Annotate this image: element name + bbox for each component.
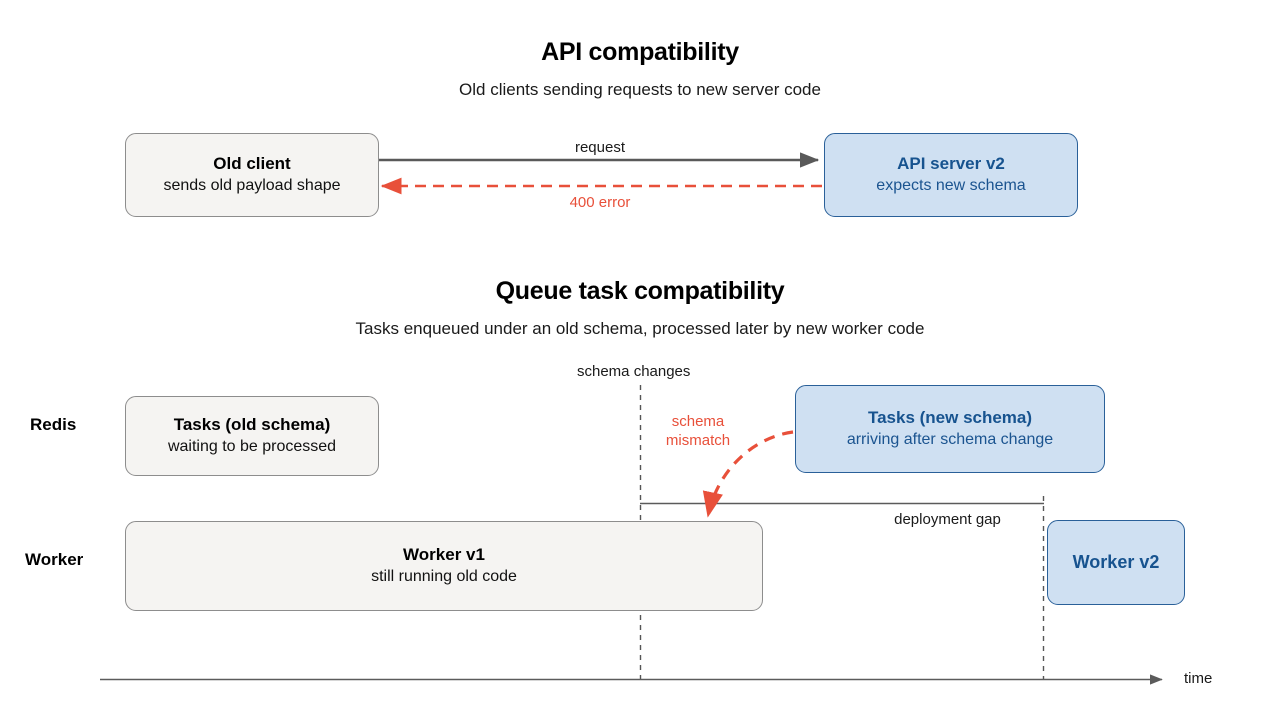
old-client-subtitle: sends old payload shape (163, 177, 341, 195)
new-tasks-subtitle: arriving after schema change (846, 431, 1054, 449)
queue-section-title: Queue task compatibility (495, 277, 785, 305)
new-tasks-box[interactable]: Tasks (new schema) arriving after schema… (795, 385, 1105, 473)
api-section-subtitle: Old clients sending requests to new serv… (459, 80, 821, 99)
api-server-title: API server v2 (897, 154, 1005, 174)
queue-section-subtitle: Tasks enqueued under an old schema, proc… (355, 319, 925, 338)
old-tasks-subtitle: waiting to be processed (167, 438, 337, 456)
old-tasks-title: Tasks (old schema) (173, 415, 331, 435)
schema-changes-label: schema changes (577, 363, 691, 380)
worker-v2-box[interactable]: Worker v2 (1047, 520, 1185, 605)
worker-v2-title: Worker v2 (1072, 551, 1160, 572)
new-tasks-title: Tasks (new schema) (867, 408, 1033, 428)
row-label-worker: Worker (25, 550, 84, 569)
worker-v1-title: Worker v1 (403, 545, 485, 565)
schema-mismatch-label-line1: schema (671, 413, 725, 430)
api-section-title: API compatibility (541, 38, 739, 66)
old-client-box[interactable]: Old client sends old payload shape (125, 133, 379, 217)
request-label: request (574, 139, 626, 156)
schema-mismatch-label: schema mismatch (650, 413, 746, 451)
worker-v1-subtitle: still running old code (371, 568, 517, 586)
time-axis-label: time (1184, 670, 1213, 687)
api-server-box[interactable]: API server v2 expects new schema (824, 133, 1078, 217)
error-label: 400 error (569, 194, 631, 211)
worker-v1-box[interactable]: Worker v1 still running old code (125, 521, 763, 611)
schema-mismatch-label-line2: mismatch (665, 431, 731, 449)
api-server-subtitle: expects new schema (876, 177, 1026, 195)
old-tasks-box[interactable]: Tasks (old schema) waiting to be process… (125, 396, 379, 476)
old-client-title: Old client (213, 154, 291, 174)
deployment-gap-label: deployment gap (894, 511, 1001, 528)
row-label-redis: Redis (30, 415, 77, 434)
